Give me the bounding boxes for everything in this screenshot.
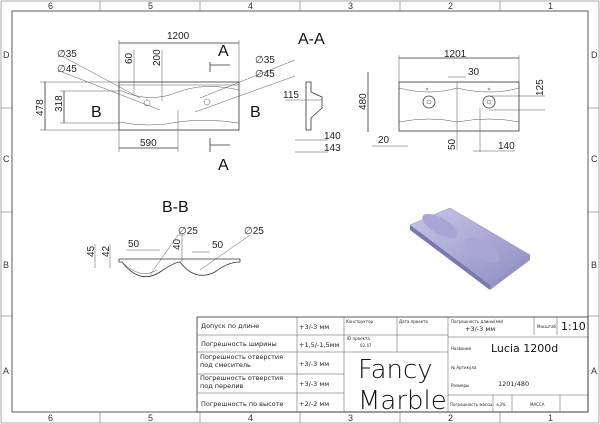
- tol-label: Погрешность отверстия под смеситель: [200, 354, 284, 369]
- scale-value: 1:10: [561, 320, 586, 333]
- length-tol-label: Погрешность длины(мм): [451, 319, 504, 324]
- zone-col: 6: [48, 1, 53, 11]
- zone-row: D: [591, 50, 598, 60]
- section-a-bottom: A: [218, 157, 229, 174]
- project-id-label: ID проекта: [347, 336, 370, 341]
- length-tol: +3/-3 мм: [465, 325, 495, 333]
- tol-label: Погрешность по высоте: [201, 400, 283, 408]
- zone-labels: 6 5 4 3 2 1 6 5 4 3 2 1 D C B A D C B A: [3, 1, 598, 423]
- sink-3d-render: [409, 207, 531, 290]
- zone-col: 1: [548, 413, 553, 423]
- tol-label-wrap: Погрешность отверстия под перелив: [200, 375, 284, 390]
- top-view: 1201 30 480 125 20 50 140: [358, 49, 546, 152]
- dim-dia45-right: ∅45: [255, 69, 275, 80]
- zone-col: 4: [248, 413, 253, 423]
- section-bb: B-B 45 42 50 40 50 ∅25 ∅25: [86, 199, 264, 278]
- tol-value: +1,5/-1,5мм: [299, 341, 340, 349]
- zone-col: 4: [248, 1, 253, 11]
- section-bb-title: B-B: [162, 199, 189, 216]
- zone-col: 3: [348, 413, 353, 423]
- logo-fancy: Fancy: [358, 355, 433, 385]
- dim-143: 143: [324, 143, 341, 154]
- dim-1201: 1201: [444, 49, 467, 60]
- scale-label: Масштаб: [537, 324, 557, 329]
- article-label: № Артикула: [451, 365, 477, 370]
- title-block: Допуск по длине +3/-3 мм Погрешность шир…: [196, 316, 589, 416]
- zone-row: B: [3, 260, 9, 270]
- dim-dia25-left: ∅25: [178, 226, 198, 237]
- designer-label: Конструктор: [346, 319, 374, 324]
- zone-col: 6: [48, 413, 53, 423]
- zone-col: 5: [148, 1, 153, 11]
- section-aa-title: A-A: [298, 31, 325, 48]
- dim-318: 318: [54, 95, 65, 112]
- mass-tol: ±3%: [496, 402, 506, 407]
- dim-dia35-right: ∅35: [255, 55, 275, 66]
- section-b-left: B: [91, 104, 102, 121]
- zone-col: 1: [548, 1, 553, 11]
- size-label: Размеры: [451, 383, 469, 388]
- dim-20: 20: [378, 135, 390, 146]
- section-aa: A-A 115 140 143: [283, 31, 341, 154]
- tol-value: +3/-3 мм: [299, 323, 329, 331]
- tol-label: Допуск по длине: [201, 322, 259, 330]
- dim-42: 42: [101, 245, 112, 257]
- section-b-right: B: [250, 104, 261, 121]
- plan-view: 1200 ∅35 ∅45 ∅35 ∅45 60 200 478 318 590 …: [35, 31, 296, 174]
- dim-dia35-left: ∅35: [57, 49, 77, 60]
- tol-value: +3/-3 мм: [299, 360, 329, 368]
- name-label: Название: [451, 346, 472, 351]
- dim-30: 30: [468, 67, 480, 78]
- mass-tol-label: Погрешность массы: [450, 402, 492, 407]
- dim-480: 480: [358, 93, 369, 110]
- zone-row: C: [3, 154, 10, 164]
- dim-50-right: 50: [212, 240, 224, 251]
- zone-row: D: [3, 50, 10, 60]
- section-a-top: A: [218, 43, 229, 60]
- dim-40: 40: [172, 238, 183, 250]
- dim-60: 60: [124, 52, 135, 64]
- dim-125: 125: [535, 79, 546, 96]
- zone-col: 5: [148, 413, 153, 423]
- mass-label: МАССА: [530, 402, 545, 407]
- zone-row: B: [591, 260, 597, 270]
- tol-value: +2/-2 мм: [299, 400, 329, 408]
- zone-row: A: [3, 366, 9, 376]
- zone-row: A: [591, 366, 597, 376]
- dim-50: 50: [447, 138, 458, 150]
- zone-col: 2: [448, 1, 453, 11]
- dim-45: 45: [86, 245, 97, 257]
- size-value: 1201/480: [498, 380, 529, 388]
- tol-value: +3/-3 мм: [299, 380, 329, 388]
- date-label: Дата проекта: [399, 319, 428, 324]
- dim-dia25-right: ∅25: [244, 226, 264, 237]
- zone-row: C: [591, 154, 598, 164]
- dim-1200: 1200: [167, 31, 190, 42]
- tol-label: Погрешность ширины: [201, 340, 277, 348]
- zone-col: 2: [448, 413, 453, 423]
- dim-478: 478: [35, 99, 46, 116]
- dim-115: 115: [283, 90, 299, 101]
- dim-140: 140: [324, 131, 341, 142]
- dim-50-left: 50: [128, 239, 140, 250]
- product-name: Lucia 1200d: [491, 342, 558, 355]
- project-id: 02.47: [360, 343, 372, 348]
- tol-label-wrap: Погрешность отверстия под смеситель: [200, 354, 284, 369]
- logo-marble: Marble: [358, 386, 447, 416]
- tol-label: Погрешность отверстия под перелив: [200, 375, 284, 390]
- zone-col: 3: [348, 1, 353, 11]
- dim-590: 590: [140, 138, 157, 149]
- dim-200: 200: [152, 49, 163, 66]
- dim-140-top: 140: [498, 141, 515, 152]
- dim-dia45-left: ∅45: [57, 64, 77, 75]
